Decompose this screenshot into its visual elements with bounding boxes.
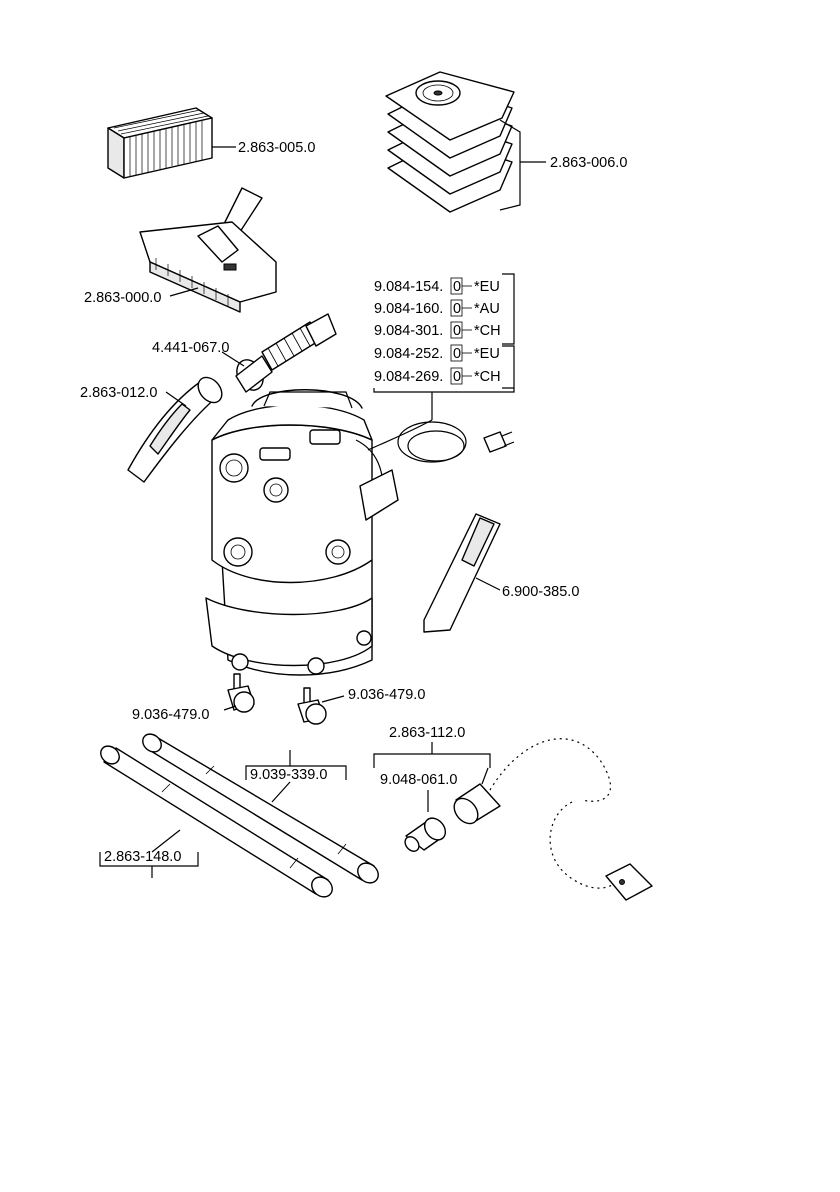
cable-part-2: 9.084-160. bbox=[374, 301, 443, 317]
cable-region-5: *CH bbox=[474, 369, 501, 385]
reducer-part-number: 9.048-061.0 bbox=[380, 772, 457, 788]
bags-part-number: 2.863-006.0 bbox=[550, 155, 627, 171]
suction-tubes-illustration bbox=[97, 730, 382, 901]
flexible-hose-illustration bbox=[449, 739, 652, 900]
caster-left-illustration bbox=[228, 674, 254, 712]
flat-filter-illustration bbox=[108, 108, 212, 178]
cable-region-1: *EU bbox=[474, 279, 500, 295]
cable-suffix-3: 0 bbox=[453, 323, 461, 339]
cable-suffix-5: 0 bbox=[453, 369, 461, 385]
caster-left-part-number: 9.036-479.0 bbox=[132, 707, 209, 723]
cable-region-2: *AU bbox=[474, 301, 500, 317]
hose-handle-part-number: 2.863-012.0 bbox=[80, 385, 157, 401]
cable-region-4: *EU bbox=[474, 346, 500, 362]
cable-part-3: 9.084-301. bbox=[374, 323, 443, 339]
caster-right-part-number: 9.036-479.0 bbox=[348, 687, 425, 703]
cable-part-4: 9.084-252. bbox=[374, 346, 443, 362]
hose-kit-part-number: 2.863-112.0 bbox=[389, 725, 465, 741]
power-cable-illustration bbox=[368, 420, 514, 462]
tubes-top-part-number: 9.039-339.0 bbox=[250, 767, 327, 783]
cable-part-5: 9.084-269. bbox=[374, 369, 443, 385]
floor-nozzle-part-number: 2.863-000.0 bbox=[84, 290, 161, 306]
vacuum-body-illustration bbox=[206, 390, 398, 675]
cable-suffix-1: 0 bbox=[453, 279, 461, 295]
filter-part-number: 2.863-005.0 bbox=[238, 140, 315, 156]
cable-part-1: 9.084-154. bbox=[374, 279, 443, 295]
crevice-nozzle-illustration bbox=[424, 514, 500, 632]
filter-bags-illustration bbox=[386, 72, 514, 212]
crevice-nozzle-part-number: 6.900-385.0 bbox=[502, 584, 579, 600]
cable-suffix-4: 0 bbox=[453, 346, 461, 362]
hose-adapter-part-number: 4.441-067.0 bbox=[152, 340, 229, 356]
cable-region-3: *CH bbox=[474, 323, 501, 339]
reducer-illustration bbox=[402, 814, 449, 854]
tubes-bottom-part-number: 2.863-148.0 bbox=[104, 849, 181, 865]
cable-suffix-2: 0 bbox=[453, 301, 461, 317]
hose-adapter-illustration bbox=[232, 314, 336, 395]
caster-right-illustration bbox=[298, 688, 326, 724]
